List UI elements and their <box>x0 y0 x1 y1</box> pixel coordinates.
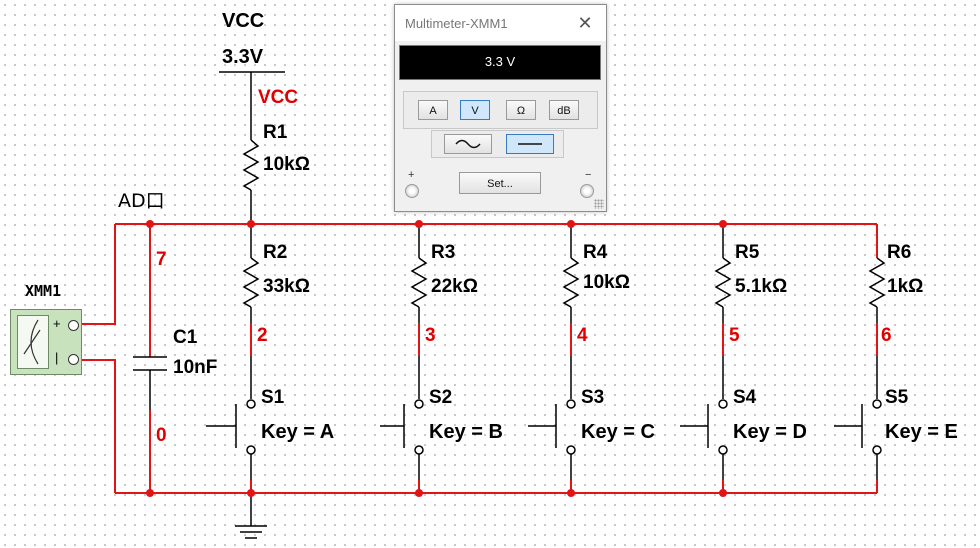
xmm1-plus-terminal[interactable] <box>68 320 79 331</box>
r6-value: 1kΩ <box>887 276 923 297</box>
net-label-3[interactable]: 3 <box>425 325 436 346</box>
ac-wave-icon <box>455 139 481 149</box>
branch-3[interactable] <box>528 224 580 493</box>
vcc-voltage[interactable]: 3.3V <box>222 46 264 68</box>
ac-button[interactable] <box>444 134 492 154</box>
vcc-net-label[interactable]: VCC <box>258 87 298 108</box>
branch-5[interactable] <box>834 224 886 493</box>
plus-terminal-sign: + <box>408 169 415 181</box>
r3-value: 22kΩ <box>431 276 478 297</box>
multimeter-titlebar[interactable]: Multimeter-XMM1 ✕ <box>395 5 606 41</box>
net-label-2[interactable]: 2 <box>257 325 268 346</box>
xmm1-face-icon <box>17 315 49 369</box>
mode-button-a[interactable]: A <box>418 100 448 120</box>
branch-4[interactable] <box>680 224 732 493</box>
wire-xmm-plus[interactable] <box>82 224 116 325</box>
r1-value: 10kΩ <box>263 154 310 175</box>
s5-ref: S5 <box>885 387 909 408</box>
mode-button-group: A V Ω dB <box>403 91 598 129</box>
s1-ref: S1 <box>261 387 285 408</box>
vcc-name[interactable]: VCC <box>222 10 264 32</box>
ad-port-label: AD口 <box>118 190 165 212</box>
xmm1-minus-sign: | <box>55 350 59 365</box>
s3-key: Key = C <box>581 421 655 443</box>
multimeter-window[interactable]: Multimeter-XMM1 ✕ 3.3 V A V Ω dB + Set..… <box>394 4 607 212</box>
xmm1-minus-terminal[interactable] <box>68 354 79 365</box>
multimeter-display: 3.3 V <box>399 45 601 80</box>
set-button[interactable]: Set... <box>459 172 541 194</box>
net-label-0[interactable]: 0 <box>156 425 167 446</box>
c1-value: 10nF <box>173 357 217 378</box>
r2-ref: R2 <box>263 242 287 263</box>
dc-line-icon <box>518 143 542 145</box>
s4-ref: S4 <box>733 387 757 408</box>
xmm1-ref: XMM1 <box>25 282 62 300</box>
r5-value: 5.1kΩ <box>735 276 787 297</box>
c1-ref: C1 <box>173 327 198 348</box>
r3-ref: R3 <box>431 242 455 263</box>
r4-ref: R4 <box>583 242 608 263</box>
r4-value: 10kΩ <box>583 272 630 293</box>
s2-key: Key = B <box>429 421 503 443</box>
branch-2[interactable] <box>380 224 428 493</box>
minus-terminal-icon[interactable] <box>580 184 594 198</box>
resize-grip-icon[interactable] <box>594 199 604 209</box>
xmm1-plus-sign: + <box>53 316 61 331</box>
s1-key: Key = A <box>261 421 334 443</box>
r2-value: 33kΩ <box>263 276 310 297</box>
r6-ref: R6 <box>887 242 911 263</box>
junction-dots <box>146 220 727 497</box>
net-label-4[interactable]: 4 <box>577 325 588 346</box>
s5-key: Key = E <box>885 421 958 443</box>
r5-ref: R5 <box>735 242 760 263</box>
multimeter-title: Multimeter-XMM1 <box>405 16 508 31</box>
s2-ref: S2 <box>429 387 452 408</box>
s3-ref: S3 <box>581 387 604 408</box>
dc-button[interactable] <box>506 134 554 154</box>
xmm1-instrument[interactable]: + | <box>10 309 82 375</box>
close-icon[interactable]: ✕ <box>577 13 593 33</box>
net-label-5[interactable]: 5 <box>729 325 740 346</box>
plus-terminal-icon[interactable] <box>405 184 419 198</box>
resistor-r1[interactable] <box>242 110 260 224</box>
mode-button-ohm[interactable]: Ω <box>506 100 536 120</box>
net-label-6[interactable]: 6 <box>881 325 892 346</box>
mode-button-v[interactable]: V <box>460 100 490 120</box>
wire-xmm-minus[interactable] <box>82 359 116 493</box>
s4-key: Key = D <box>733 421 807 443</box>
signal-button-group <box>431 130 564 158</box>
r1-ref: R1 <box>263 122 288 143</box>
minus-terminal-sign: − <box>585 169 592 181</box>
mode-button-db[interactable]: dB <box>549 100 579 120</box>
net-label-7[interactable]: 7 <box>156 249 167 270</box>
